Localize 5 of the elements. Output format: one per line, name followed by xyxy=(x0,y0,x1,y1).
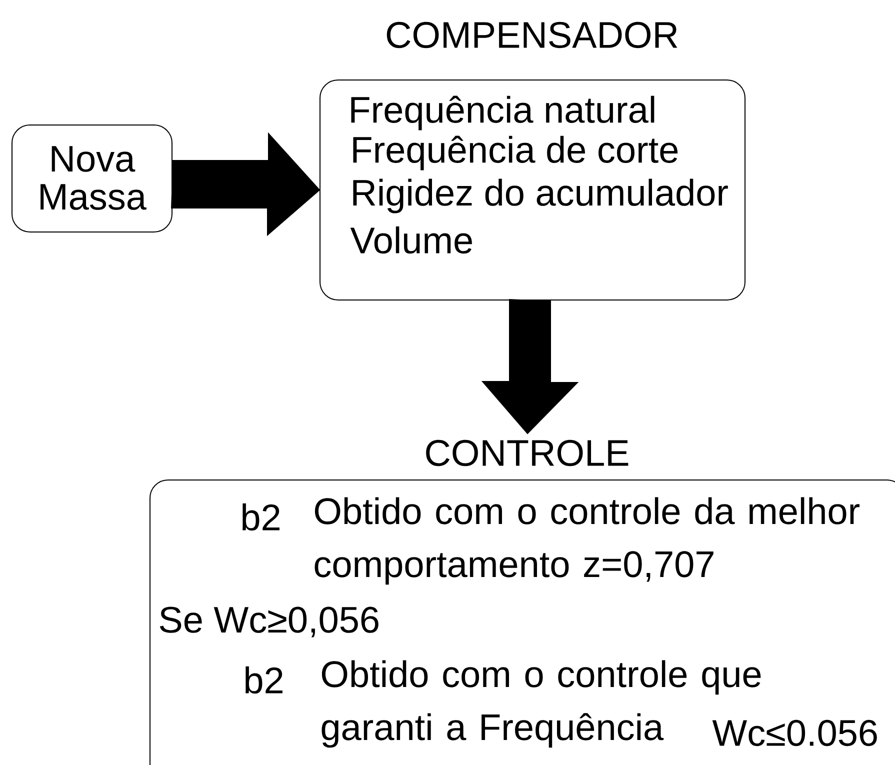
process-box: COMPENSADOR Frequência natural Frequência de corte Rigidez do acumulador Volume xyxy=(320,22,746,300)
node-label: COMPENSADOR xyxy=(386,22,678,48)
process-box: Nova Massa xyxy=(12,124,172,232)
process-box: CONTROLE b2 Obtido com o controle da melhor comportamento z=0,707 Se Wc≥0,056 b2 Obtido com o controle que garanti a Frequência Wc≤0.056 xyxy=(150,440,895,765)
node-label: CONTROLE xyxy=(426,440,628,466)
